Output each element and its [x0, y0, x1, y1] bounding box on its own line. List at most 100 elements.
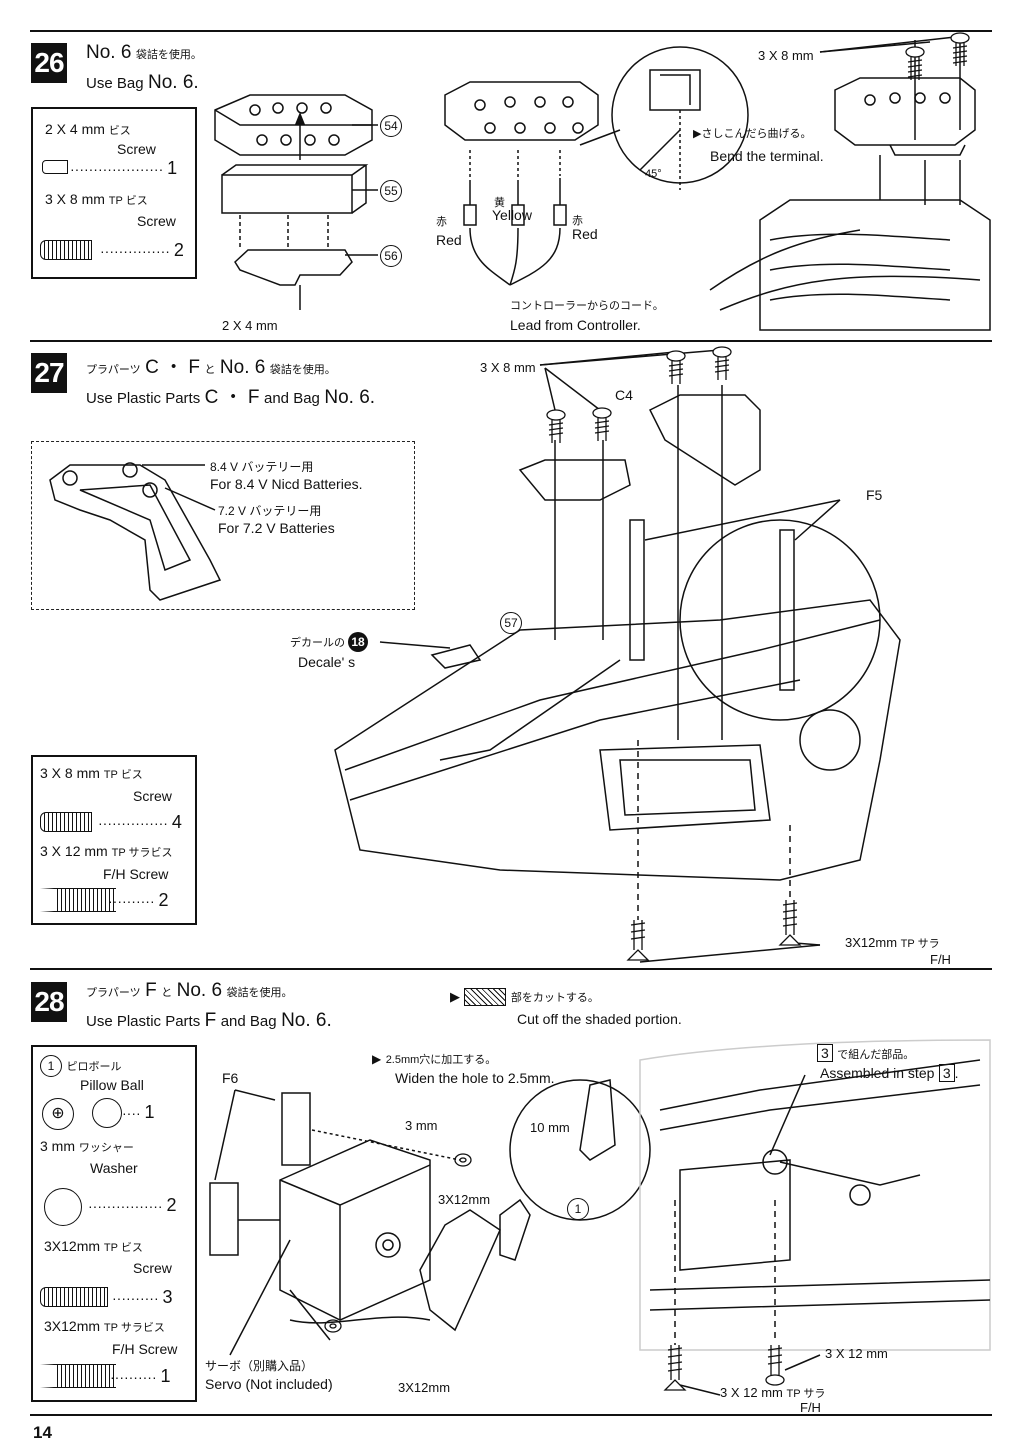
wire-yellow-jp: 黄: [494, 197, 505, 209]
qty-value: 1: [160, 1366, 171, 1386]
heading-en-text: Use Plastic Parts: [86, 390, 201, 407]
step27-chassis-view: [334, 385, 901, 920]
decal-jp: デカールの 18: [290, 632, 369, 652]
screw-icon: [666, 350, 686, 384]
screw-label: 3X12mm: [398, 1380, 451, 1395]
widen-jp-text: 2.5mm穴に加工する。: [385, 1054, 497, 1066]
screw-icon: [663, 1345, 687, 1391]
step-number: 28: [31, 982, 67, 1022]
callout-number: 57: [500, 612, 522, 634]
screw-label: 3 X 8 mm: [480, 360, 536, 375]
screw-type: F/H: [800, 1400, 821, 1415]
rule-top: [30, 30, 992, 32]
screw-label: 2 X 4 mm: [222, 318, 278, 333]
part-name: Screw: [137, 213, 176, 229]
part-qty: ·········· 2: [108, 890, 169, 910]
part-size: 3 mm ワッシャー: [40, 1138, 134, 1155]
qty-value: 3: [162, 1287, 173, 1307]
shaded-swatch-icon: [464, 988, 507, 1006]
assembled-note-en: Assembled in step 3.: [820, 1064, 959, 1082]
callout-55: 55: [380, 180, 402, 202]
part-jp: ワッシャー: [78, 1142, 134, 1154]
callout-number: 54: [380, 115, 402, 137]
step-heading-en: Use Bag No. 6.: [86, 72, 199, 94]
qty-value: 2: [158, 890, 169, 910]
screw-icon: [546, 409, 566, 443]
callout-56: 56: [380, 245, 402, 267]
qty-value: 1: [167, 158, 178, 178]
part-jp: TP ビス: [108, 195, 148, 207]
part-name: Screw: [117, 141, 156, 157]
part-size-text: 3X12mm: [44, 1318, 101, 1334]
heading-jp-text: プラパーツ: [86, 987, 141, 999]
step-heading-jp: プラパーツ F と No. 6 袋詰を使用。: [86, 980, 293, 1002]
part-jp: TP サラビス: [111, 847, 173, 859]
part-size-text: 3 X 8 mm: [40, 765, 100, 781]
step26-terminal-block: [444, 46, 749, 286]
screw-label: 3X12mm: [438, 1192, 491, 1207]
heading-jp-text: 袋詰を使用。: [226, 987, 293, 999]
screw-icon: [40, 240, 92, 260]
step-ref: 3: [938, 1064, 955, 1082]
screw-jp: TP サラ: [900, 938, 940, 950]
pillow-ball-icon: ⊕: [42, 1098, 74, 1130]
heading-en-text: and Bag: [220, 1013, 277, 1030]
cut-note-en: Cut off the shaded portion.: [517, 1011, 682, 1027]
part-size: 3X12mm TP ビス: [44, 1238, 143, 1255]
decal-jp-text: デカールの: [290, 637, 345, 649]
bend-en: Bend the terminal.: [710, 148, 824, 164]
heading-en-text: Use Plastic Parts: [86, 1013, 201, 1030]
qty-value: 2: [166, 1195, 177, 1215]
assembled-jp-text: で組んだ部品。: [837, 1049, 915, 1061]
widen-note-en: Widen the hole to 2.5mm.: [395, 1070, 555, 1086]
step-heading-en: Use Plastic Parts C ・ F and Bag No. 6.: [86, 382, 375, 409]
bend-jp: ▶さしこんだら曲げる。: [693, 128, 812, 140]
part-name: F/H Screw: [103, 866, 169, 882]
qty-value: 4: [171, 812, 182, 832]
screw-icon: [592, 407, 612, 441]
heading-jp-text: と: [204, 364, 216, 376]
battery-72-en: For 7.2 V Batteries: [218, 520, 335, 536]
battery-72-jp: 7.2 V バッテリー用: [218, 504, 322, 518]
heading-jp-text: 袋詰を使用。: [269, 364, 336, 376]
page-number: 14: [33, 1423, 52, 1442]
bag-number: No. 6: [219, 357, 266, 378]
part-f6: F6: [222, 1070, 239, 1086]
screw-label: 3 X 12 mm: [825, 1346, 888, 1361]
step-heading-jp: プラパーツ C ・ F と No. 6 袋詰を使用。: [86, 352, 336, 379]
part-size: 3X12mm TP サラビス: [44, 1318, 165, 1335]
heading-jp-text: プラパーツ: [86, 364, 141, 376]
widen-note-jp: ▶ 2.5mm穴に加工する。: [372, 1050, 496, 1068]
washer-icon: [44, 1188, 82, 1226]
heading-en-text: and Bag: [264, 390, 320, 407]
part-qty: ·········· 3: [112, 1287, 173, 1307]
servo-jp: サーボ（別購入品）: [205, 1359, 314, 1373]
heading-jp-text: 袋詰を使用。: [135, 49, 202, 61]
part-size: 3 X 12 mm TP サラビス: [40, 843, 173, 860]
part-jp: TP サラビス: [103, 1322, 165, 1334]
step28-servo-exploded: [209, 1079, 651, 1341]
screw-type: F/H: [930, 952, 951, 967]
part-size-text: 3 mm: [40, 1138, 75, 1154]
part-name: Screw: [133, 788, 172, 804]
part-jp: ビス: [108, 125, 131, 137]
screw-label: 3X12mm TP サラ: [845, 935, 940, 951]
assembled-note-jp: 3 で組んだ部品。: [817, 1044, 914, 1063]
callout-1: 1: [567, 1198, 589, 1220]
bag-number: No. 6.: [281, 1010, 332, 1031]
part-pillowball: 1 ピロボール: [40, 1055, 121, 1077]
battery-84-jp: 8.4 V バッテリー用: [210, 460, 314, 474]
wire-red: Red: [436, 232, 462, 248]
pillow-ball-side-icon: [92, 1098, 122, 1128]
part-size: 2 X 4 mm ビス: [45, 121, 131, 138]
parts-box: [31, 755, 197, 925]
parts-letters: C ・ F: [204, 387, 260, 408]
part-jp: ピロボール: [66, 1061, 122, 1073]
screw-label: 3 X 8 mm: [758, 48, 814, 63]
callout-number: 1: [567, 1198, 589, 1220]
part-size-text: 3X12mm: [44, 1238, 101, 1254]
screw-icon: [42, 160, 68, 174]
parts-box: [31, 1045, 197, 1402]
screw-icon: [40, 812, 92, 832]
